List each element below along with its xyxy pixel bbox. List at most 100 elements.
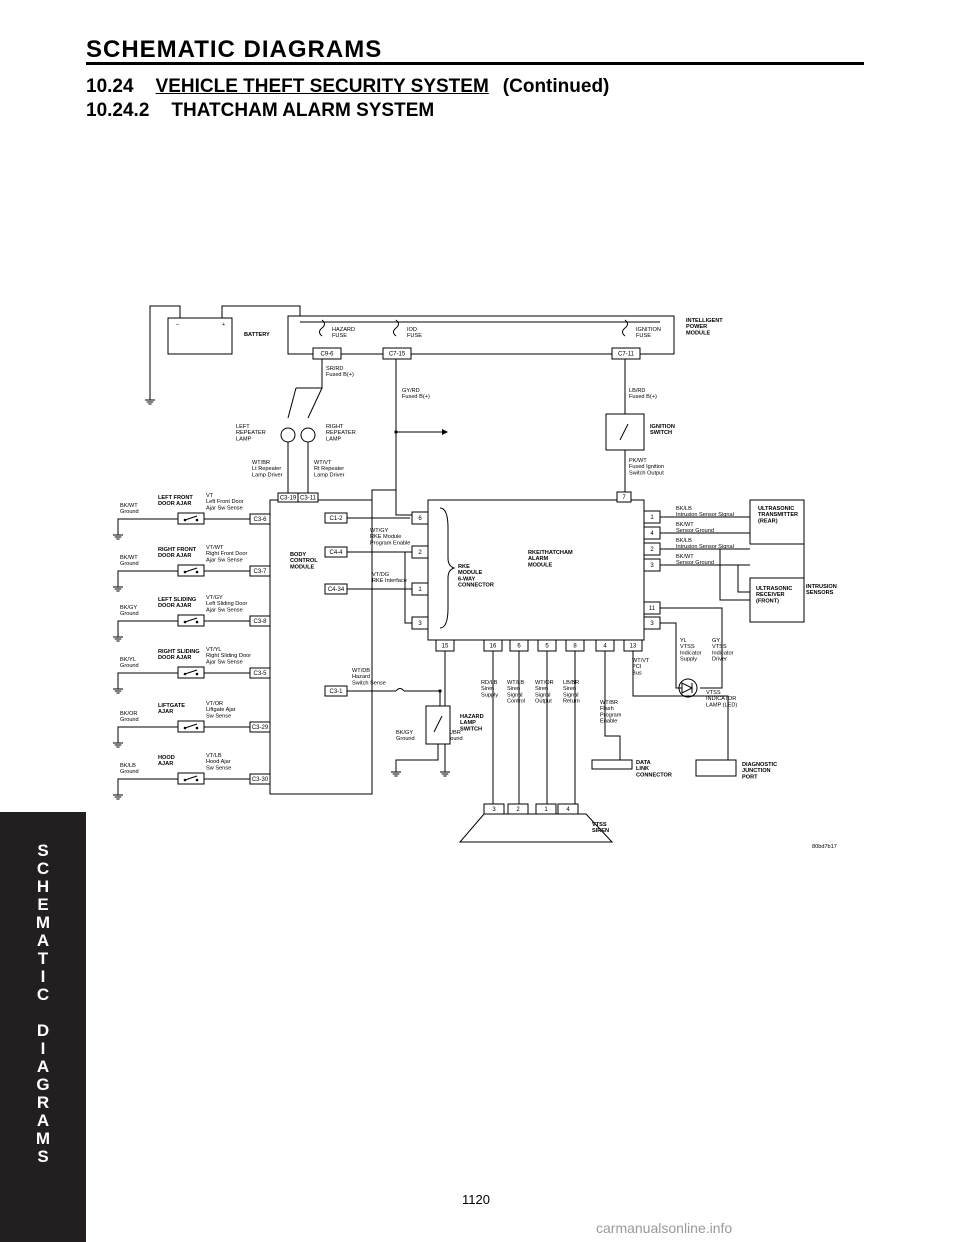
vtss-siren-label: SIREN [592,828,609,834]
rke-connector-label: MODULE [458,570,483,576]
gy-label: Driver [712,657,727,663]
pin-number: C3-19 [280,496,297,502]
page-header-title: SCHEMATIC DIAGRAMS [86,36,383,63]
siren-wire-label: Supply [481,692,498,698]
switch-name: DOOR AJAR [158,655,191,661]
switch-ground-label: Ground [120,611,139,617]
switch-sense-label: Left Front Door [206,499,244,505]
side-tab-letter: D [36,1021,50,1040]
gy-label: GY [712,638,720,644]
yl-label: Supply [680,657,697,663]
pin-number: 8 [573,644,577,650]
pin-number: C7-11 [618,352,635,358]
switch-name: LEFT SLIDING [158,597,196,603]
iod-fuse-label: IOD [407,327,417,333]
intrusion-sensors-label: INTRUSION [806,584,837,590]
subsection-title: THATCHAM ALARM SYSTEM [171,100,435,121]
wt-db-label: WT/DB [352,668,370,674]
pin-number: 1 [544,807,548,813]
body-control-module [269,499,373,795]
gy-wire [660,607,723,689]
wt-br-flash-label: Program [600,712,622,718]
siren-wire-label: LB/BR [563,680,579,686]
switch-ground-label: Ground [120,663,139,669]
pin-number: 5 [545,644,549,650]
switch-name: AJAR [158,761,173,767]
switch-sense-label: Ajar Sw Sense [206,607,243,613]
hazard-switch-label: SWITCH [460,726,482,732]
siren-wire-label: Output [535,699,552,705]
battery-symbol [167,317,233,355]
switch-blade [184,515,198,521]
subsection-number: 10.24.2 [86,100,150,121]
pin-number: 2 [516,807,520,813]
pin-number: 7 [622,495,626,501]
wt-vt-label: WT/VT [314,460,332,466]
rke-pin [411,582,429,596]
siren-wire-label: Return [563,699,580,705]
side-tab-letter: I [40,1039,46,1058]
us-receiver-label: ULTRASONIC [756,586,792,592]
pin-number: C3-8 [253,619,267,625]
side-tab-letter: E [37,895,49,914]
battery-plus-terminal: + [222,322,225,328]
wt-gy-label: RKE Module [370,534,401,540]
page-number: 1120 [462,1192,490,1207]
switch-ground-wire [117,620,178,631]
ignition-fuse-label: IGNITION [636,327,661,333]
pin-number: C3-30 [252,777,269,783]
pin-number: C4-34 [328,587,345,593]
connector-bracket [439,507,456,629]
subsection-heading: 10.24.2 THATCHAM ALARM SYSTEM [86,100,434,122]
switch-contact [195,518,199,522]
watermark: carmanualsonline.info [596,1220,733,1236]
switch-name: RIGHT FRONT [158,547,197,553]
gy-rd-label: Fused B(+) [402,394,430,400]
wt-vt-pci-label: WT/VT [632,658,650,664]
switch-contact [195,672,199,676]
switch-ground-label: Ground [120,769,139,775]
siren-wire-label: Signal [535,692,551,698]
pin-number: 1 [418,587,422,593]
wt-vt-pci-wire [604,651,621,760]
sr-rd-wire [296,359,323,389]
switch-name: HOOD [158,755,175,761]
side-tab-letter: R [36,1093,50,1112]
siren-wire-label: Signal [507,692,523,698]
battery-minus-terminal: – [176,322,180,328]
gy-rd-wire [395,359,418,516]
siren-wire-label: WT/OR [535,680,554,686]
pin-number: C1-2 [329,516,343,522]
vtss-indicator-lamp [678,678,698,698]
data-link-label: CONNECTOR [636,772,672,778]
wt-br-label: Lamp Driver [252,472,283,478]
switch-ground-wire [117,726,178,737]
side-tab-letter: C [36,985,50,1004]
side-tab-letter: I [40,967,46,986]
gy-rd-label: GY/RD [402,388,420,394]
rke-connector-label: RKE [458,564,470,570]
switch-sense-label: Sw Sense [206,765,231,771]
siren-pin [507,803,529,815]
diagnostic-port-label: DIAGNOSTIC [742,762,777,768]
switch-sense-label: Ajar Sw Sense [206,659,243,665]
switch-sense-label: Sw Sense [206,713,231,719]
intrusion-wire-label: BK/LB [676,538,692,544]
lb-rd-label: Fused B(+) [629,394,657,400]
iod-fuse-label: FUSE [407,333,422,339]
switch-ground-label: Ground [120,561,139,567]
wire [404,552,412,624]
bk-br-label: Ground [444,736,463,742]
switch-name: DOOR AJAR [158,603,191,609]
hazard-switch-label: LAMP [460,720,476,726]
intrusion-wire-label: BK/LB [676,506,692,512]
right-repeater-label: LAMP [326,436,342,442]
battery-positive-wire [221,305,301,318]
pin-number: 13 [630,644,637,650]
rke-connector-label: 6-WAY [458,576,475,582]
alarm-module-label: RKE/THATCHAM [528,550,573,556]
right-repeater-label: REPEATER [326,430,356,436]
switch-sense-label: VT [206,493,214,499]
section-title-link[interactable]: VEHICLE THEFT SECURITY SYSTEM [155,76,489,97]
